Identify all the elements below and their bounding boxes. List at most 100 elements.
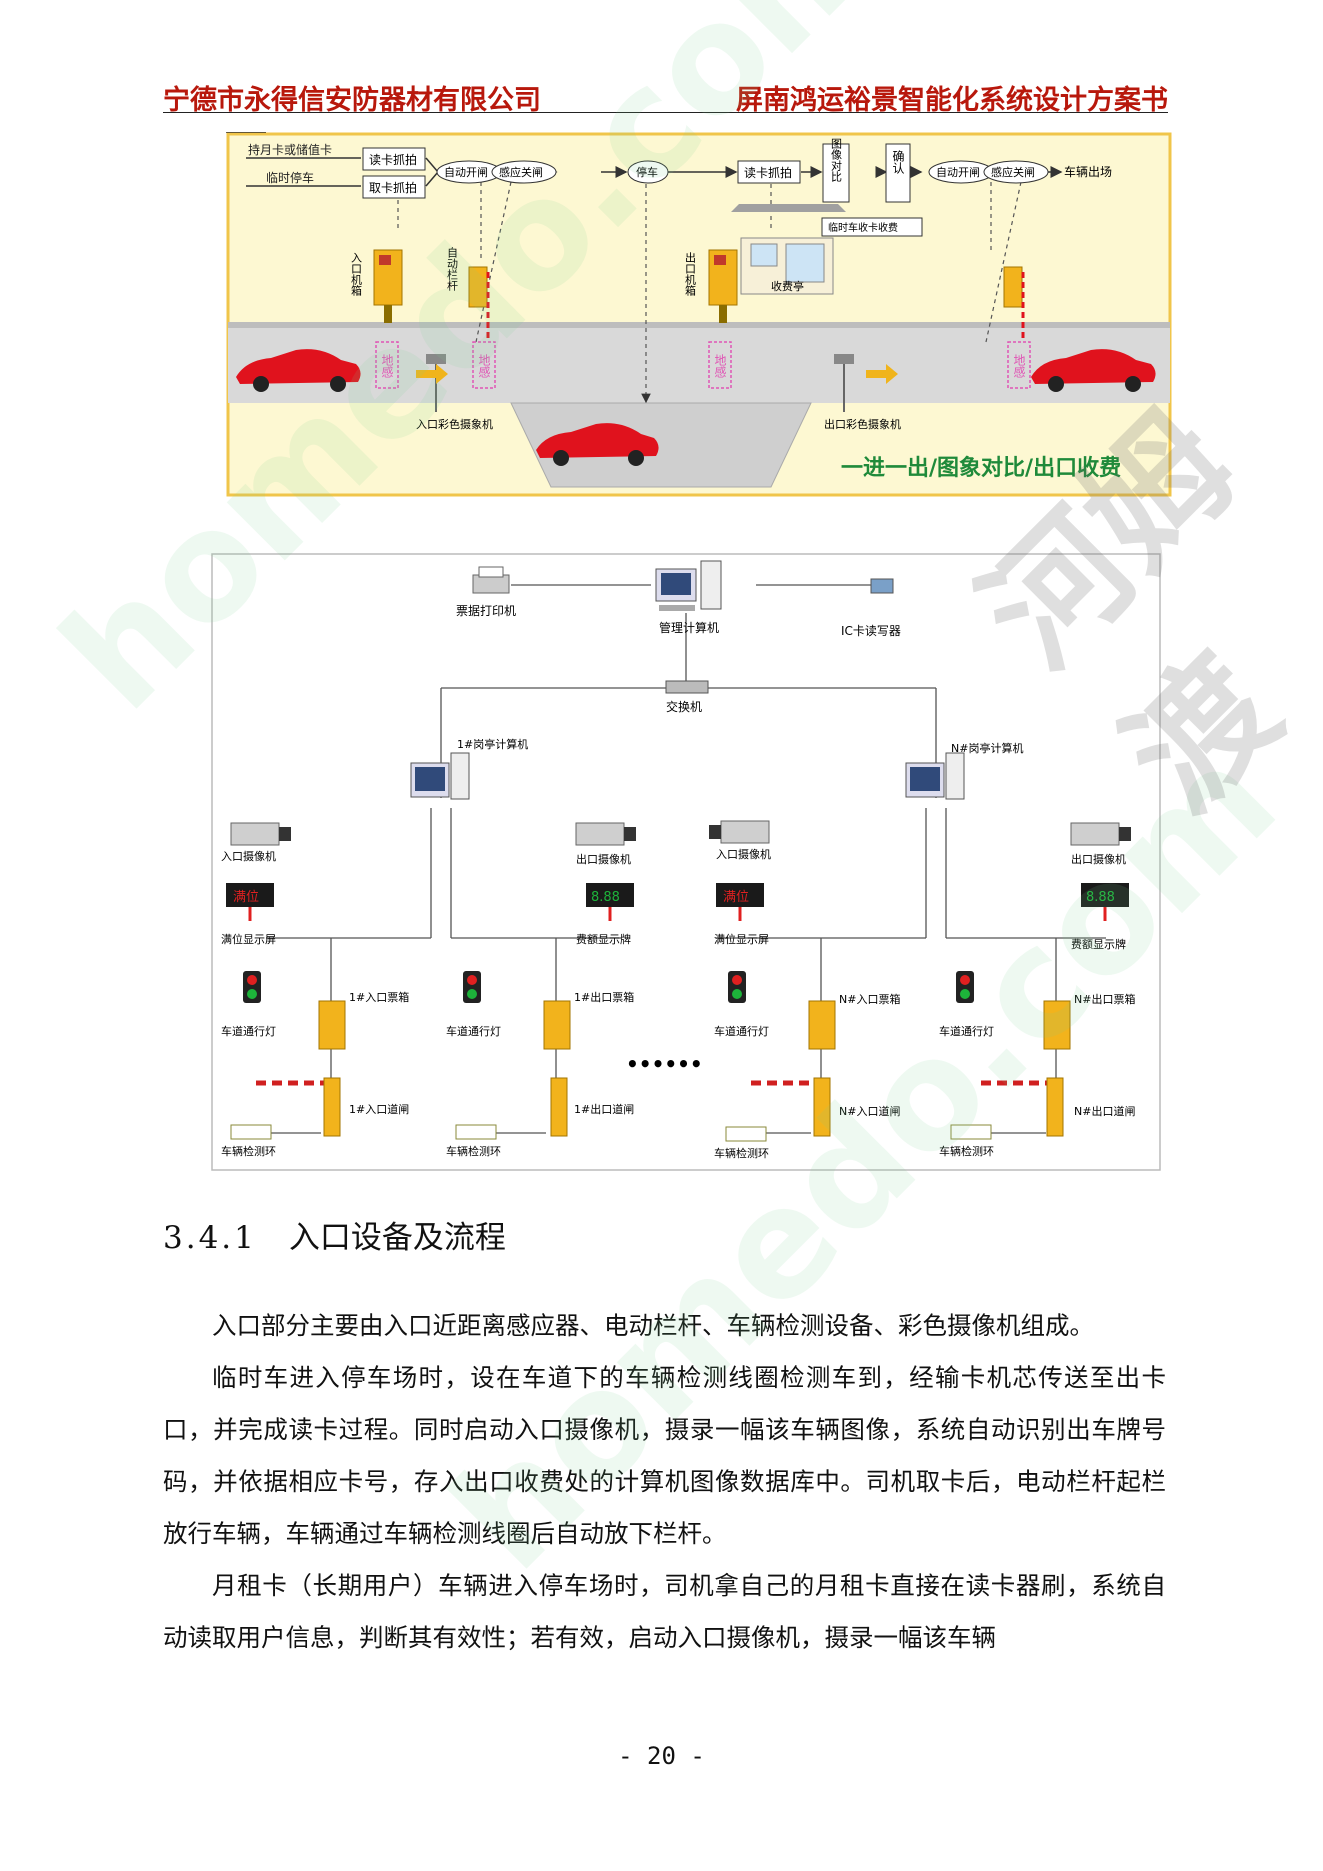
- lane-light-4-icon: [956, 971, 974, 1003]
- label-booth1: 1#岗亭计算机: [457, 737, 528, 751]
- label-switch: 交换机: [666, 699, 702, 714]
- page-number: - 20 -: [618, 1742, 705, 1770]
- ellipsis: ••••••: [626, 1052, 703, 1076]
- section-number: 3.4.1: [163, 1220, 257, 1256]
- loop-detector-1: [230, 1124, 272, 1140]
- space-display-n: 满位: [716, 883, 764, 921]
- label-lane-light-3: 车道通行灯: [714, 1024, 769, 1038]
- loop-3: 地感: [713, 354, 727, 378]
- entry-ticket-box-1-icon: [318, 1000, 346, 1050]
- network-topology-diagram: 票据打印机 管理计算机 IC卡读写器 交换机 1#岗亭计算机 N#岗亭计算机 入…: [211, 553, 1161, 1171]
- label-loop-detector-4: 车辆检测环: [939, 1144, 994, 1158]
- label-space-display-n: 满位显示屏: [714, 932, 769, 946]
- label-entry-camera-n: 入口摄像机: [716, 847, 771, 861]
- label-exit-gate-n: N#出口道闸: [1074, 1104, 1135, 1118]
- oval-sense-close-in: 感应关闸: [499, 165, 543, 179]
- printer-icon: [472, 566, 510, 594]
- oval-sense-close-out: 感应关闸: [991, 165, 1035, 179]
- label-entry-box-1: 1#入口票箱: [349, 990, 409, 1004]
- barrier-icon: [468, 266, 488, 308]
- label-boothN: N#岗亭计算机: [951, 741, 1023, 755]
- entry-gate-1-icon: [256, 1077, 341, 1137]
- label-entry-gate-n: N#入口道闸: [839, 1104, 900, 1118]
- exit-ticket-box-n-icon: [1043, 1000, 1071, 1050]
- label-exit-box: 出口机箱: [684, 251, 697, 297]
- space-display-1: 满位: [226, 883, 274, 921]
- box-image-compare: 图像对比: [830, 138, 843, 182]
- car-exiting-icon: [1031, 349, 1156, 392]
- label-lane-light-4: 车道通行灯: [939, 1024, 994, 1038]
- label-exit-gate-1: 1#出口道闸: [574, 1102, 634, 1116]
- loop-4: 地感: [1012, 354, 1026, 378]
- label-loop-detector-2: 车辆检测环: [446, 1144, 501, 1158]
- loop-2: 地感: [477, 354, 491, 378]
- label-loop-detector-3: 车辆检测环: [714, 1146, 769, 1160]
- label-entry-box-n: N#入口票箱: [839, 992, 900, 1006]
- document-title: 屏南鸿运裕景智能化系统设计方案书: [736, 85, 1168, 116]
- ic-reader-icon: [870, 578, 894, 594]
- label-fee-display-1: 费额显示牌: [576, 932, 631, 946]
- paragraph-1: 入口部分主要由入口近距离感应器、电动栏杆、车辆检测设备、彩色摄像机组成。: [212, 1311, 1094, 1340]
- car-parked-icon: [536, 423, 659, 466]
- label-exit-camera-1: 出口摄像机: [576, 852, 631, 866]
- loop-detector-3: [725, 1126, 767, 1142]
- booth1-computer-icon: [410, 752, 470, 800]
- loop-detector-2: [455, 1124, 497, 1140]
- label-entry-camera-1: 入口摄像机: [221, 849, 276, 863]
- fee-display-1: 8.88: [586, 883, 634, 921]
- exit-ticket-box-1-icon: [543, 1000, 571, 1050]
- label-entry-box: 入口机箱: [350, 252, 363, 297]
- label-vehicle-exit: 车辆出场: [1064, 164, 1112, 179]
- exit-gate-1-icon: [550, 1077, 568, 1137]
- section-title: 入口设备及流程: [288, 1220, 506, 1256]
- paragraph-3: 月租卡（长期用户）车辆进入停车场时，司机拿自己的月租卡直接在读卡器刷，系统自动读…: [163, 1571, 1166, 1652]
- label-fee-display-n: 费额显示牌: [1071, 937, 1126, 951]
- entry-camera-icon: [426, 354, 446, 364]
- parking-area: [510, 402, 812, 488]
- entry-ticket-box-n-icon: [808, 1000, 836, 1050]
- loop-detector-4: [950, 1124, 992, 1140]
- company-name: 宁德市永得信安防器材有限公司: [163, 85, 541, 116]
- exit-camera-n-icon: [1070, 822, 1131, 846]
- label-toll-booth: 收费亭: [771, 279, 804, 293]
- label-ic-reader: IC卡读写器: [841, 624, 901, 638]
- road: [228, 328, 1170, 403]
- label-temp-parking: 临时停车: [266, 170, 314, 185]
- svg-text:8.88: 8.88: [1086, 890, 1115, 905]
- body-text: 入口部分主要由入口近距离感应器、电动栏杆、车辆检测设备、彩色摄像机组成。 临时车…: [163, 1300, 1166, 1664]
- entry-gate-n-icon: [751, 1077, 831, 1137]
- label-space-display-1: 满位显示屏: [221, 932, 276, 946]
- label-exit-box-1: 1#出口票箱: [574, 990, 634, 1004]
- label-exit-camera-n: 出口摄像机: [1071, 852, 1126, 866]
- label-monthly-card: 持月卡或储值卡: [248, 142, 332, 157]
- label-temp-fee: 临时车收卡收费: [828, 221, 898, 234]
- label-loop-detector-1: 车辆检测环: [221, 1144, 276, 1158]
- entry-camera-n-icon: [709, 820, 770, 844]
- box-read-card-out: 读卡抓拍: [744, 165, 792, 180]
- oval-auto-open-in: 自动开闸: [444, 166, 488, 179]
- label-lane-light-1: 车道通行灯: [221, 1024, 276, 1038]
- management-computer-icon: [655, 560, 722, 611]
- box-take-card: 取卡抓拍: [369, 180, 417, 195]
- svg-text:8.88: 8.88: [591, 890, 620, 905]
- label-entry-camera: 入口彩色摄象机: [416, 417, 493, 431]
- loop-1: 地感: [380, 354, 394, 378]
- section-heading: 3.4.1 入口设备及流程: [163, 1212, 506, 1257]
- paragraph-2: 临时车进入停车场时，设在车道下的车辆检测线圈检测车到，经输卡机芯传送至出卡口，并…: [163, 1363, 1166, 1548]
- label-exit-box-n: N#出口票箱: [1074, 992, 1135, 1006]
- box-confirm: 确认: [891, 150, 905, 174]
- page-header: 宁德市永得信安防器材有限公司 屏南鸿运裕景智能化系统设计方案书: [163, 74, 1168, 116]
- exit-camera-icon: [834, 354, 854, 364]
- diagram-slogan: 一进一出/图象对比/出口收费: [841, 455, 1121, 481]
- lane-light-2-icon: [463, 971, 481, 1003]
- label-lane-light-2: 车道通行灯: [446, 1024, 501, 1038]
- label-ticket-printer: 票据打印机: [456, 604, 516, 618]
- exit-gate-n-icon: [981, 1077, 1064, 1137]
- label-exit-camera: 出口彩色摄象机: [824, 417, 901, 431]
- parking-flow-diagram: 持月卡或储值卡 临时停车 读卡抓拍 取卡抓拍 自动开闸 感应关闸 停车 读卡抓拍…: [226, 132, 1172, 497]
- switch-icon: [665, 680, 709, 694]
- svg-text:满位: 满位: [723, 890, 749, 905]
- svg-text:满位: 满位: [233, 890, 259, 905]
- label-management-pc: 管理计算机: [659, 620, 719, 635]
- exit-barrier-icon: [1003, 266, 1023, 308]
